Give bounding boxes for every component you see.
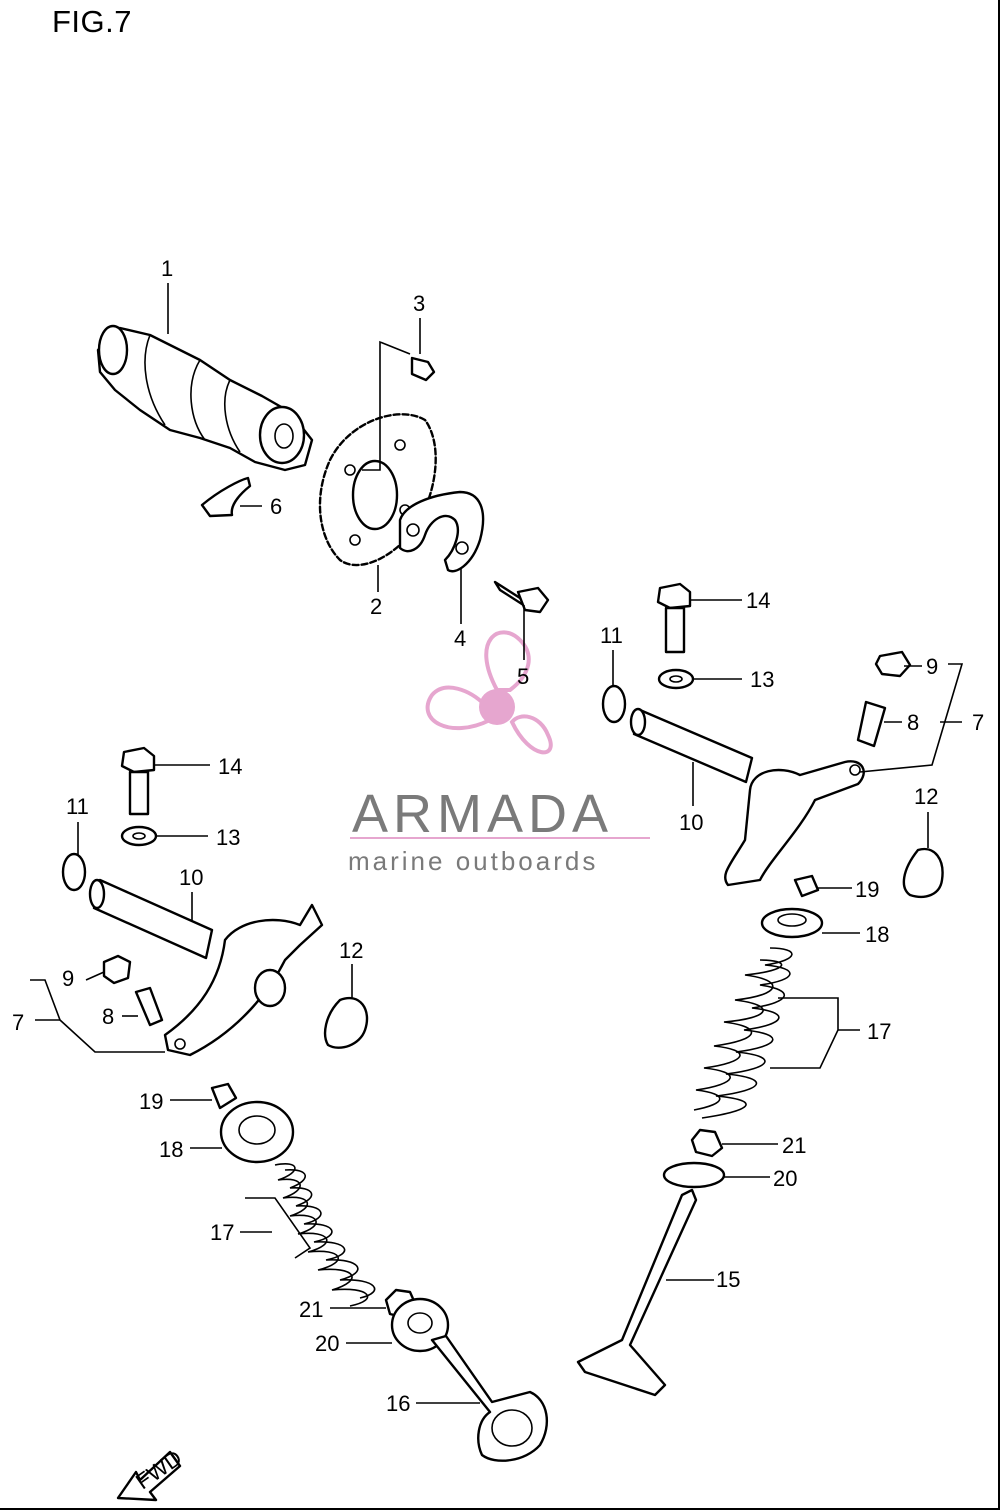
callout-20-left: 20 bbox=[315, 1331, 339, 1356]
adjust-screw-left bbox=[134, 986, 164, 1027]
callout-12-right: 12 bbox=[914, 784, 938, 809]
o-ring-left bbox=[61, 852, 87, 892]
callout-2: 2 bbox=[370, 594, 382, 619]
callout-18-right: 18 bbox=[865, 922, 889, 947]
callout-4: 4 bbox=[454, 626, 466, 651]
adjust-screw-right bbox=[856, 700, 887, 748]
callout-15: 15 bbox=[716, 1267, 740, 1292]
fwd-label: FWD bbox=[131, 1445, 186, 1494]
arrow-icon bbox=[116, 1450, 182, 1502]
callout-21-left: 21 bbox=[299, 1297, 323, 1322]
callout-9-left: 9 bbox=[62, 966, 74, 991]
callout-8-left: 8 bbox=[102, 1004, 114, 1029]
callout-labels: 1 3 6 2 4 5 14 13 11 9 8 7 10 12 19 18 1… bbox=[12, 256, 984, 1416]
rocker-arm-right bbox=[723, 760, 865, 887]
propeller-icon bbox=[425, 630, 553, 755]
leader-lines bbox=[30, 283, 964, 1404]
callout-10-right: 10 bbox=[679, 810, 703, 835]
retainer-plate bbox=[398, 490, 485, 573]
callout-5: 5 bbox=[517, 664, 529, 689]
seat-right bbox=[662, 1161, 726, 1189]
gasket-right bbox=[902, 847, 944, 899]
rocker-arm-left bbox=[163, 903, 324, 1057]
callout-11-right: 11 bbox=[600, 623, 623, 648]
callout-12-left: 12 bbox=[339, 938, 363, 963]
figure-title: FIG.7 bbox=[52, 4, 133, 39]
sprocket-bolt bbox=[493, 580, 550, 614]
spring-left bbox=[274, 1163, 376, 1307]
watermark-brand: ARMADA bbox=[352, 784, 613, 844]
callout-11-left: 11 bbox=[66, 794, 89, 819]
washer-left bbox=[120, 825, 158, 847]
seal-right bbox=[690, 1128, 724, 1158]
cotter-right bbox=[793, 874, 820, 898]
callout-10-left: 10 bbox=[179, 865, 203, 890]
callout-14-left: 14 bbox=[218, 754, 242, 779]
seat-left bbox=[390, 1297, 450, 1353]
callout-3: 3 bbox=[413, 291, 425, 316]
lock-nut-right bbox=[874, 650, 912, 678]
callout-19-right: 19 bbox=[855, 877, 879, 902]
valve-right bbox=[576, 1188, 698, 1397]
callout-13-left: 13 bbox=[216, 825, 240, 850]
bolt-left bbox=[120, 746, 156, 816]
o-ring-right bbox=[601, 684, 627, 724]
clip bbox=[200, 476, 252, 518]
watermark-tagline: marine outboards bbox=[348, 846, 598, 876]
dowel-pin bbox=[410, 356, 436, 382]
callout-17-left: 17 bbox=[210, 1220, 234, 1245]
gasket-left bbox=[324, 997, 369, 1049]
callout-6: 6 bbox=[270, 494, 282, 519]
callout-16: 16 bbox=[386, 1391, 410, 1416]
callout-13-right: 13 bbox=[750, 667, 774, 692]
callout-20-right: 20 bbox=[773, 1166, 797, 1191]
valve-left bbox=[430, 1334, 548, 1462]
callout-1: 1 bbox=[161, 256, 173, 281]
washer-right bbox=[657, 668, 695, 690]
callout-18-left: 18 bbox=[159, 1137, 183, 1162]
callout-8-right: 8 bbox=[907, 710, 919, 735]
rocker-shaft-right bbox=[629, 707, 754, 784]
retainer-left bbox=[219, 1100, 295, 1164]
cotter-left bbox=[210, 1082, 238, 1110]
callout-7-left: 7 bbox=[12, 1010, 24, 1035]
callout-9-right: 9 bbox=[926, 654, 938, 679]
callout-21-right: 21 bbox=[782, 1133, 806, 1158]
callout-19-left: 19 bbox=[139, 1089, 163, 1114]
callout-14-right: 14 bbox=[746, 588, 770, 613]
retainer-right bbox=[760, 907, 824, 939]
spring-right bbox=[693, 947, 793, 1119]
rocker-shaft-left bbox=[88, 878, 214, 960]
camshaft bbox=[96, 324, 314, 472]
callout-17-right: 17 bbox=[867, 1019, 891, 1044]
lock-nut-left bbox=[102, 954, 132, 985]
bolt-right bbox=[656, 582, 692, 654]
callout-7-right: 7 bbox=[972, 710, 984, 735]
